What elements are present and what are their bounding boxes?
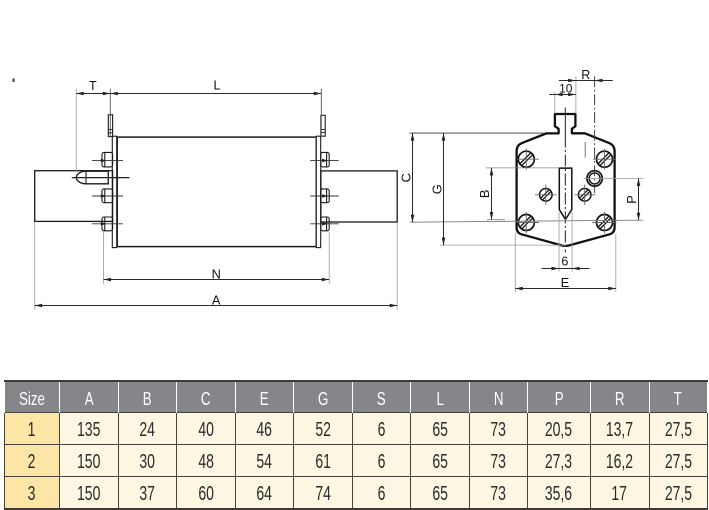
svg-text:E: E — [561, 275, 570, 290]
svg-text:C: C — [399, 173, 414, 182]
svg-text:B: B — [477, 190, 492, 199]
svg-text:T: T — [89, 79, 97, 93]
svg-text:6: 6 — [561, 254, 568, 268]
svg-text:A: A — [212, 293, 221, 308]
svg-text:10: 10 — [559, 81, 573, 95]
svg-text:P: P — [624, 195, 639, 204]
svg-text:N: N — [212, 267, 221, 282]
svg-text:R: R — [581, 68, 590, 82]
svg-text:G: G — [429, 184, 444, 194]
svg-text:L: L — [214, 78, 221, 92]
